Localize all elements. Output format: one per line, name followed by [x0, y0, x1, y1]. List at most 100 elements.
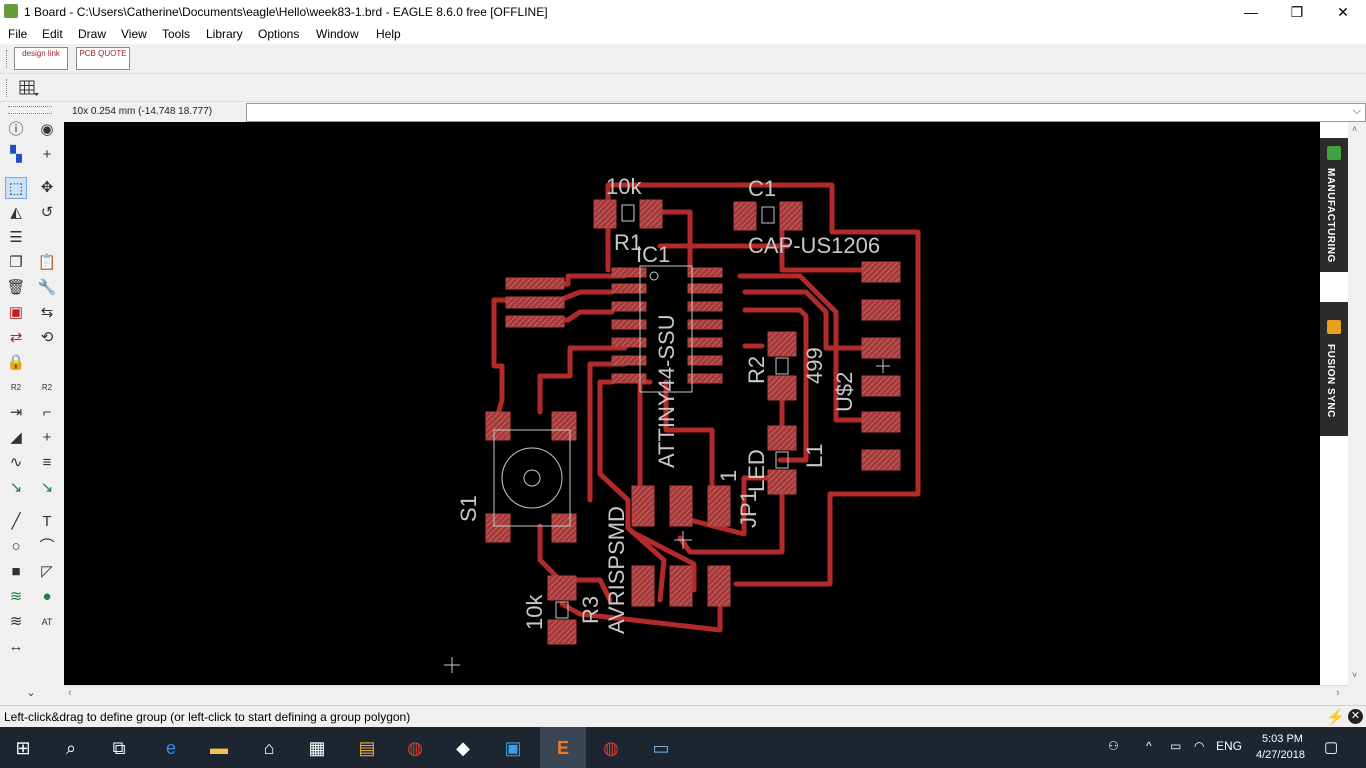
- chevron-down-icon[interactable]: ⌵: [1352, 105, 1361, 117]
- menu-draw[interactable]: Draw: [78, 27, 107, 41]
- menu-edit[interactable]: Edit: [42, 27, 63, 41]
- menu-bar: File Edit Draw View Tools Library Option…: [0, 24, 1366, 44]
- lock-rotate-icon[interactable]: ⟲: [40, 329, 54, 346]
- ripup-icon[interactable]: ↘: [40, 479, 54, 496]
- vertical-scrollbar[interactable]: ˄ ˅: [1348, 122, 1366, 685]
- eye-icon[interactable]: ◉: [40, 121, 54, 138]
- battery-icon[interactable]: ▭: [1170, 739, 1182, 753]
- chrome-icon-2[interactable]: ◍: [603, 738, 619, 758]
- eagle-taskbar-button[interactable]: E: [540, 727, 586, 768]
- command-line[interactable]: ⌵: [246, 103, 1366, 122]
- notification-icon[interactable]: ▢: [1324, 739, 1339, 756]
- line-icon[interactable]: ╱: [11, 513, 21, 530]
- language-indicator[interactable]: ENG: [1216, 739, 1243, 753]
- polygon-icon[interactable]: ◸: [41, 563, 53, 580]
- circle-icon[interactable]: ○: [11, 538, 21, 555]
- more-tools-icon[interactable]: ⌄: [26, 687, 36, 699]
- ic1-name-label: IC1: [636, 242, 670, 267]
- jp1-name-label: JP1: [736, 490, 761, 528]
- menu-tools[interactable]: Tools: [162, 27, 191, 41]
- lock-icon[interactable]: 🔒: [6, 354, 26, 371]
- clock-date[interactable]: 4/27/2018: [1256, 749, 1305, 761]
- info-icon[interactable]: ⓘ: [8, 121, 24, 138]
- copy-icon[interactable]: ❐: [9, 254, 23, 271]
- mirror-icon[interactable]: ◭: [10, 204, 22, 221]
- menu-window[interactable]: Window: [316, 27, 359, 41]
- panel-grip[interactable]: [8, 106, 52, 114]
- pcb-quote-button[interactable]: PCB QUOTE: [76, 47, 130, 70]
- toolbar-grip[interactable]: [6, 79, 9, 97]
- dimension-icon[interactable]: ↔: [8, 638, 24, 655]
- home-icon[interactable]: ⌂: [263, 738, 275, 758]
- wifi-icon[interactable]: ◠: [1194, 739, 1205, 753]
- people-icon[interactable]: ⚇: [1108, 739, 1119, 753]
- task-view-icon[interactable]: ⧉: [112, 738, 126, 758]
- restore-button[interactable]: ❐: [1290, 4, 1304, 20]
- tab-manufacturing[interactable]: MANUFACTURING: [1320, 138, 1348, 272]
- smash-icon[interactable]: ⇥: [9, 404, 23, 421]
- add-part-icon[interactable]: ▣: [8, 304, 24, 321]
- lightning-icon[interactable]: ⚡: [1326, 709, 1345, 726]
- align-icon[interactable]: ☰: [9, 229, 23, 246]
- attribute-icon[interactable]: AT: [41, 617, 53, 627]
- window-app-icon[interactable]: ▣: [504, 738, 522, 758]
- edge-icon[interactable]: e: [165, 738, 176, 758]
- tray-expand-icon[interactable]: ^: [1146, 739, 1152, 753]
- search-icon[interactable]: ⌕: [65, 738, 77, 758]
- close-button[interactable]: ✕: [1337, 4, 1349, 20]
- photos-icon[interactable]: ▭: [652, 738, 670, 758]
- minimize-button[interactable]: —: [1244, 4, 1258, 20]
- arc-icon[interactable]: ⌒: [39, 538, 55, 555]
- menu-options[interactable]: Options: [258, 27, 300, 41]
- meander-icon[interactable]: ∿: [9, 454, 23, 471]
- toolbar-grip[interactable]: [6, 50, 9, 68]
- app-icon[interactable]: ◆: [456, 738, 470, 758]
- value-icon[interactable]: R2: [41, 383, 53, 392]
- menu-help[interactable]: Help: [376, 27, 401, 41]
- mark-icon[interactable]: +: [42, 146, 52, 163]
- rotate-icon[interactable]: ↺: [40, 204, 54, 221]
- menu-library[interactable]: Library: [206, 27, 243, 41]
- horizontal-scrollbar[interactable]: ‹ ›: [64, 685, 1348, 702]
- start-icon[interactable]: ⊞: [15, 738, 31, 758]
- paste-icon[interactable]: 📋: [37, 254, 57, 271]
- scroll-left-icon[interactable]: ‹: [68, 687, 72, 699]
- move-icon[interactable]: ✥: [40, 179, 54, 196]
- split-icon[interactable]: ◢: [10, 429, 22, 446]
- r1-name-label: R1: [614, 230, 642, 255]
- chrome-icon[interactable]: ◍: [407, 738, 423, 758]
- text-icon[interactable]: T: [42, 513, 52, 530]
- silkscreen: [444, 204, 890, 673]
- layers-icon[interactable]: ≋: [9, 588, 23, 605]
- rectangle-icon[interactable]: ■: [11, 563, 21, 580]
- route-icon[interactable]: ↘: [9, 479, 23, 496]
- store-icon[interactable]: ▦: [308, 738, 326, 758]
- notes-icon[interactable]: ▤: [358, 738, 376, 758]
- miter-icon[interactable]: ⌐: [42, 404, 52, 421]
- layer-settings-icon[interactable]: ▚: [10, 146, 22, 163]
- optimize-icon[interactable]: +: [42, 429, 52, 446]
- swap-icon[interactable]: ⇄: [9, 329, 23, 346]
- via-icon[interactable]: ●: [42, 588, 52, 605]
- scroll-up-icon[interactable]: ˄: [1352, 124, 1358, 134]
- group-select-icon[interactable]: ⬚: [5, 177, 27, 199]
- route-multiple-icon[interactable]: ≡: [42, 454, 52, 471]
- delete-icon[interactable]: 🗑: [6, 279, 26, 296]
- grid-icon[interactable]: [18, 78, 40, 98]
- wrench-icon[interactable]: 🔧: [37, 279, 57, 296]
- design-link-button[interactable]: design link: [14, 47, 68, 70]
- file-explorer-icon[interactable]: ▬: [210, 738, 228, 758]
- menu-file[interactable]: File: [8, 27, 28, 41]
- replace-part-icon[interactable]: ⇆: [40, 304, 54, 321]
- stop-icon[interactable]: ✕: [1348, 709, 1363, 724]
- eagle-app-icon: [4, 4, 18, 18]
- scroll-down-icon[interactable]: ˅: [1352, 670, 1358, 680]
- scroll-right-icon[interactable]: ›: [1336, 687, 1340, 699]
- menu-view[interactable]: View: [121, 27, 147, 41]
- stack-icon[interactable]: ≋: [9, 613, 23, 630]
- clock-time[interactable]: 5:03 PM: [1262, 733, 1303, 745]
- command-input[interactable]: [247, 104, 1337, 121]
- name-icon[interactable]: R2: [10, 383, 22, 392]
- tab-fusion-sync[interactable]: FUSION SYNC: [1320, 302, 1348, 436]
- board-canvas[interactable]: 10k R1 C1 CAP-US1206 IC1 ATTINY44-SSU R2…: [64, 122, 1320, 685]
